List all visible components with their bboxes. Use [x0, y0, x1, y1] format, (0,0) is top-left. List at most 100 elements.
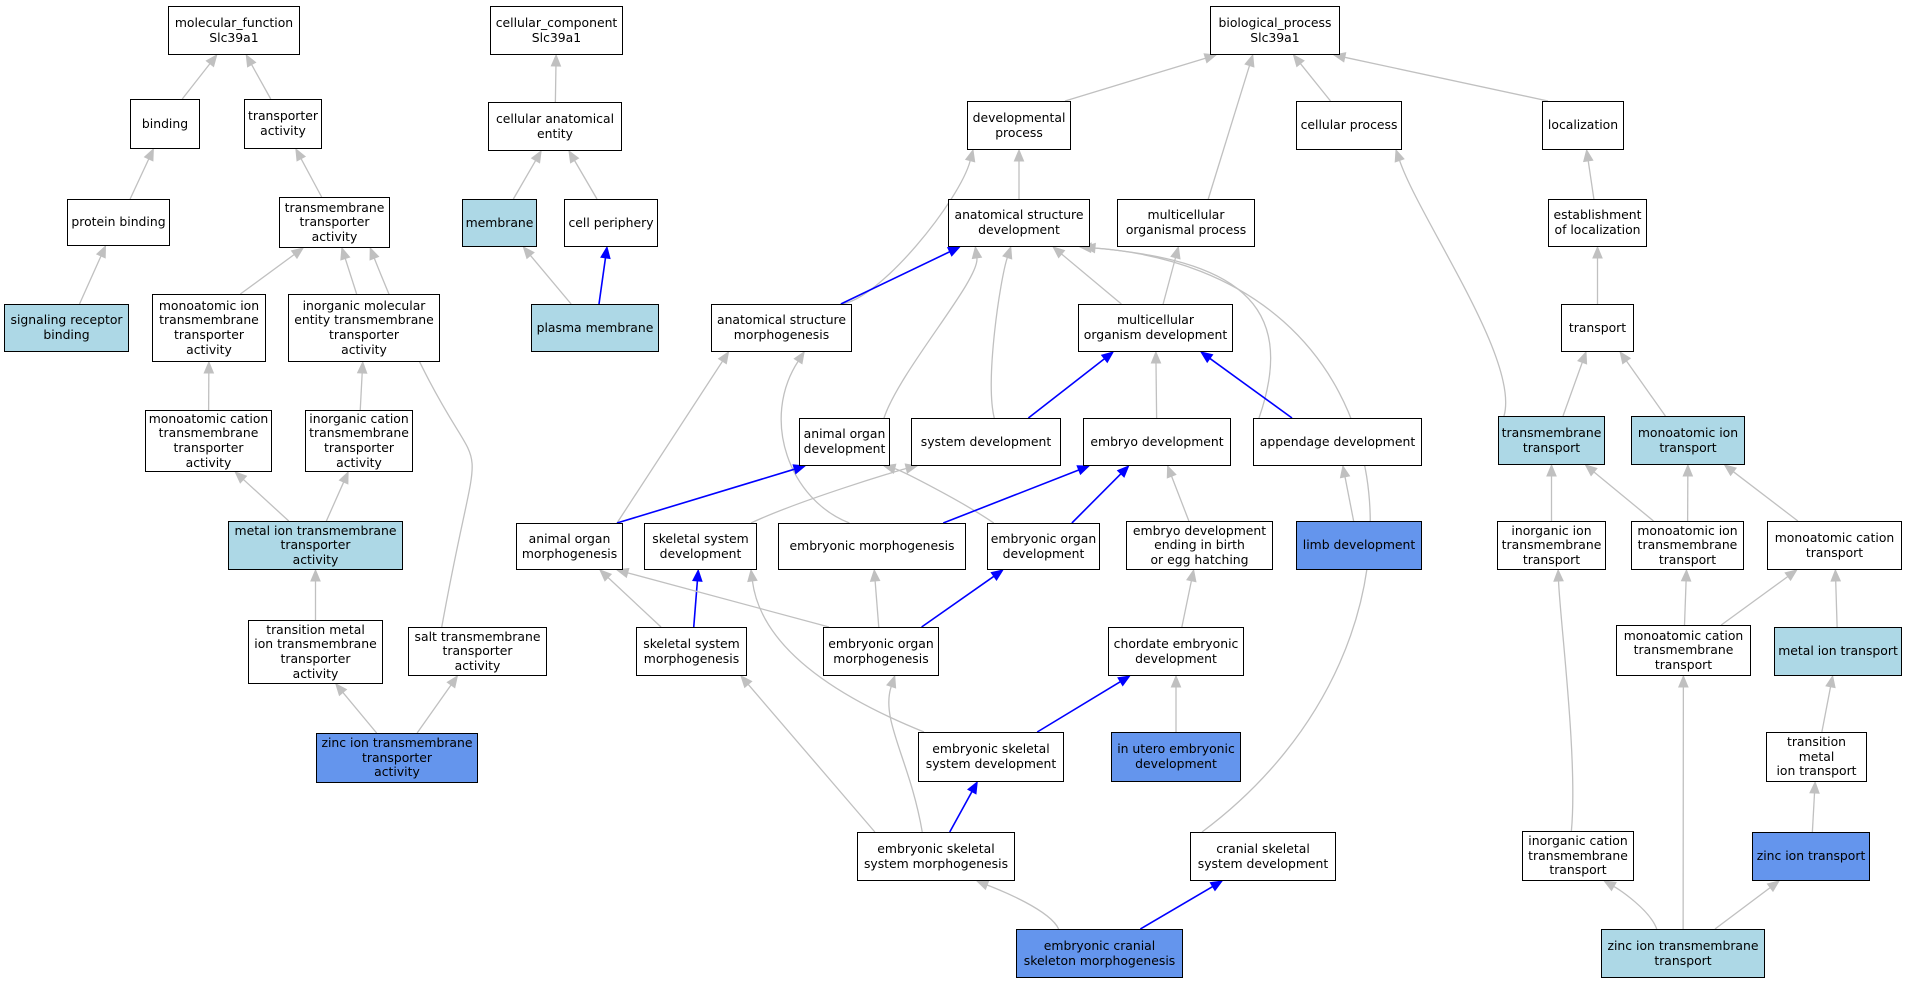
node-monoatomic-cation-transport[interactable]: monoatomic cation transport — [1767, 521, 1902, 570]
node-multicellular-organismal-process[interactable]: multicellular organismal process — [1117, 199, 1255, 247]
node-anatomical-structure-morphogenesis[interactable]: anatomical structure morphogenesis — [711, 304, 852, 352]
arrowhead-monoatomic_cation_transport-to-monoatomic_ion_transport — [1723, 464, 1738, 477]
node-monoatomic-cation-tm-transport[interactable]: monoatomic cation transmembrane transpor… — [1616, 625, 1751, 676]
node-multicellular-organism-development[interactable]: multicellular organism development — [1078, 304, 1233, 352]
node-monoatomic-ion-tm-transporter-activity[interactable]: monoatomic ion transmembrane transporter… — [152, 294, 266, 362]
edge-embryo_dev_ending_birth-to-embryo_development — [1170, 476, 1190, 522]
node-chordate-embryonic-development[interactable]: chordate embryonic development — [1108, 627, 1244, 676]
node-embryonic-skeletal-system-morphogenesis[interactable]: embryonic skeletal system morphogenesis — [857, 832, 1015, 881]
edge-membrane-to-cellular_anatomical_entity — [512, 160, 537, 200]
edge-appendage_development-to-multicellular_organism_development — [1209, 357, 1293, 419]
node-transition-metal-ion-transport[interactable]: transition metal ion transport — [1766, 732, 1867, 782]
node-embryonic-organ-morphogenesis[interactable]: embryonic organ morphogenesis — [823, 627, 939, 676]
node-monoatomic-cation-tm-transporter-activity[interactable]: monoatomic cation transmembrane transpor… — [145, 410, 272, 472]
node-embryonic-morphogenesis[interactable]: embryonic morphogenesis — [778, 523, 966, 570]
arrowhead-transition_metal_tta-to-metal_ion_tta — [310, 568, 321, 582]
node-localization[interactable]: localization — [1542, 101, 1624, 150]
node-metal-ion-transport[interactable]: metal ion transport — [1774, 627, 1902, 676]
node-binding[interactable]: binding — [130, 99, 200, 149]
node-skeletal-system-development[interactable]: skeletal system development — [644, 523, 757, 570]
node-metal-ion-tm-transporter-activity[interactable]: metal ion transmembrane transporter acti… — [228, 521, 403, 570]
node-skeletal-system-morphogenesis[interactable]: skeletal system morphogenesis — [636, 627, 747, 676]
arrowhead-plasma_membrane-to-cell_periphery — [600, 245, 611, 260]
node-monoatomic-ion-tm-transport[interactable]: monoatomic ion transmembrane transport — [1631, 521, 1744, 570]
edge-inorganic_cation_tta-to-inorganic_molecular_tta — [359, 372, 363, 411]
edge-plasma_membrane-to-membrane — [529, 255, 572, 305]
arrowhead-binding-to-mf_root — [205, 53, 218, 68]
node-cranial-skeletal-system-development[interactable]: cranial skeletal system development — [1190, 832, 1336, 881]
node-salt-tm-transporter-activity[interactable]: salt transmembrane transporter activity — [408, 627, 547, 676]
arrowhead-skeletal_system_morphogenesis-to-animal_organ_morphogenesis — [599, 569, 613, 582]
node-molecular-function-root[interactable]: molecular_function Slc39a1 — [168, 6, 300, 55]
arrowhead-skeletal_system_morphogenesis-to-skeletal_system_development — [692, 568, 703, 582]
arrowhead-anatomical_structure_morphogenesis-to-developmental_process — [964, 148, 976, 163]
edge-limb_development-to-appendage_development — [1344, 476, 1355, 522]
arrowhead-monoatomic_ion_tm_transport-to-monoatomic_ion_transport — [1682, 463, 1694, 477]
arrowhead-monoatomic_ion_transport-to-transport — [1619, 350, 1632, 365]
arrowhead-monoatomic_ion_tta-to-tm_transporter_activity — [290, 247, 305, 260]
node-animal-organ-morphogenesis[interactable]: animal organ morphogenesis — [516, 523, 623, 570]
arrowhead-animal_organ_development-to-anatomical_structure_development — [971, 245, 983, 260]
arrowhead-plasma_membrane-to-membrane — [522, 246, 535, 260]
node-membrane[interactable]: membrane — [462, 199, 537, 247]
edge-embryonic_morphogenesis-to-anatomical_structure_morphogenesis — [780, 360, 850, 524]
node-embryonic-skeletal-system-development[interactable]: embryonic skeletal system development — [918, 732, 1064, 782]
node-protein-binding[interactable]: protein binding — [67, 199, 170, 246]
arrowhead-zinc_ion_tta-to-transition_metal_tta — [335, 683, 348, 697]
node-in-utero-embryonic-development[interactable]: in utero embryonic development — [1111, 732, 1241, 782]
node-inorganic-cation-tm-transport[interactable]: inorganic cation transmembrane transport — [1522, 831, 1634, 881]
node-anatomical-structure-development[interactable]: anatomical structure development — [948, 199, 1090, 247]
arrowhead-tm_transporter_activity-to-transporter_activity — [295, 147, 307, 162]
arrowhead-monoatomic_cation_tm_transport-to-monoatomic_cation_transport — [1784, 569, 1798, 582]
arrowhead-signaling_receptor_binding-to-protein_binding — [95, 244, 107, 259]
arrowhead-membrane-to-cellular_anatomical_entity — [530, 149, 542, 164]
edge-monoatomic_cation_tm_transport-to-monoatomic_ion_tm_transport — [1683, 580, 1687, 626]
node-cellular-component-root[interactable]: cellular_component Slc39a1 — [490, 6, 623, 55]
node-inorganic-cation-tm-transporter-activity[interactable]: inorganic cation transmembrane transport… — [305, 410, 413, 472]
node-establishment-of-localization[interactable]: establishment of localization — [1548, 199, 1647, 247]
node-cellular-anatomical-entity[interactable]: cellular anatomical entity — [488, 102, 622, 151]
arrowhead-embryonic_morphogenesis-to-anatomical_structure_morphogenesis — [793, 350, 805, 365]
node-zinc-ion-tm-transport[interactable]: zinc ion transmembrane transport — [1601, 929, 1765, 978]
node-plasma-membrane[interactable]: plasma membrane — [531, 304, 659, 352]
node-animal-organ-development[interactable]: animal organ development — [799, 418, 890, 466]
edge-skeletal_system_morphogenesis-to-animal_organ_morphogenesis — [607, 577, 662, 628]
node-biological-process-root[interactable]: biological_process Slc39a1 — [1210, 6, 1340, 55]
arrowhead-anatomical_structure_development-to-developmental_process — [1013, 148, 1025, 162]
node-transition-metal-ion-tm-transporter-activity[interactable]: transition metal ion transmembrane trans… — [248, 620, 383, 684]
node-transporter-activity[interactable]: transporter activity — [244, 99, 322, 149]
node-cellular-process[interactable]: cellular process — [1296, 101, 1402, 150]
node-developmental-process[interactable]: developmental process — [967, 101, 1071, 150]
arrowhead-monoatomic_ion_tm_transport-to-transmembrane_transport — [1584, 464, 1598, 477]
arrowhead-system_development-to-anatomical_structure_development — [1002, 245, 1013, 260]
node-inorganic-ion-tm-transport[interactable]: inorganic ion transmembrane transport — [1497, 521, 1606, 570]
node-cell-periphery[interactable]: cell periphery — [564, 199, 658, 247]
node-transmembrane-transport[interactable]: transmembrane transport — [1498, 416, 1605, 465]
node-monoatomic-ion-transport[interactable]: monoatomic ion transport — [1631, 416, 1745, 465]
arrowhead-animal_organ_morphogenesis-to-anatomical_structure_morphogenesis — [717, 350, 730, 365]
node-transmembrane-transporter-activity[interactable]: transmembrane transporter activity — [279, 197, 390, 248]
node-zinc-ion-tm-transporter-activity[interactable]: zinc ion transmembrane transporter activ… — [316, 733, 478, 783]
arrowhead-metal_ion_tta-to-monoatomic_cation_tta — [234, 471, 248, 484]
edge-embryonic_morphogenesis-to-embryo_development — [942, 469, 1080, 524]
node-embryonic-cranial-skeleton-morphogenesis[interactable]: embryonic cranial skeleton morphogenesis — [1016, 929, 1183, 978]
arrowhead-transport-to-establishment_of_localization — [1592, 245, 1603, 259]
arrowhead-cellular_process-to-bp_root — [1292, 53, 1305, 68]
node-signaling-receptor-binding[interactable]: signaling receptor binding — [4, 304, 129, 352]
arrowhead-embryonic_cranial_skeleton_morphogenesis-to-cranial_skeletal_system_development — [1209, 880, 1224, 892]
node-transport[interactable]: transport — [1561, 304, 1634, 352]
arrowhead-developmental_process-to-bp_root — [1203, 53, 1218, 64]
node-appendage-development[interactable]: appendage development — [1253, 418, 1422, 466]
edge-anatomical_structure_morphogenesis-to-developmental_process — [840, 160, 971, 305]
arrowhead-limb_development-to-appendage_development — [1339, 464, 1351, 479]
arrowhead-cellular_anatomical_entity-to-cc_root — [550, 53, 562, 67]
arrowhead-in_utero_embryonic_development-to-chordate_embryonic_development — [1170, 674, 1182, 688]
node-limb-development[interactable]: limb development — [1296, 521, 1422, 570]
node-embryonic-organ-development[interactable]: embryonic organ development — [987, 523, 1100, 570]
node-embryo-development-ending-in-birth[interactable]: embryo development ending in birth or eg… — [1126, 521, 1273, 570]
node-zinc-ion-transport[interactable]: zinc ion transport — [1752, 832, 1870, 881]
node-system-development[interactable]: system development — [911, 418, 1061, 466]
node-embryo-development[interactable]: embryo development — [1083, 418, 1231, 466]
node-inorganic-molecular-entity-tm-transporter-activity[interactable]: inorganic molecular entity transmembrane… — [288, 294, 440, 362]
arrowhead-embryonic_cranial_skeleton_morphogenesis-to-embryonic_skeletal_system_morphogenesis — [975, 880, 990, 891]
